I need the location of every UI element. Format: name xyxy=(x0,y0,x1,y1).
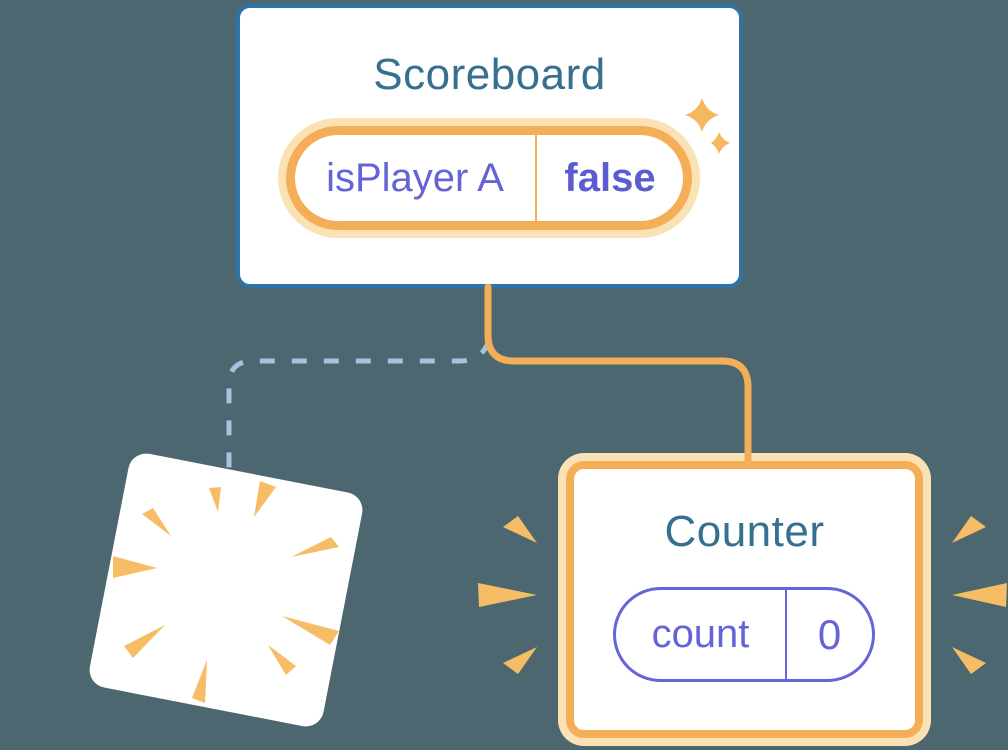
scoreboard-title: Scoreboard xyxy=(373,50,606,99)
state-value-cell: 0 xyxy=(787,590,872,679)
state-key-label: isPlayer A xyxy=(326,155,504,200)
active-connector-line xyxy=(484,283,752,466)
state-value-label: 0 xyxy=(817,610,842,658)
counter-title: Counter xyxy=(664,507,825,556)
counter-state-pill: count 0 xyxy=(613,587,875,682)
pill-divider xyxy=(785,590,787,679)
state-value-cell: false xyxy=(537,135,683,221)
scoreboard-state-pill: isPlayer A false xyxy=(286,126,692,230)
emphasis-burst-left-icon xyxy=(478,516,537,674)
state-key-label: count xyxy=(651,612,750,656)
discarded-connector-dashed-line xyxy=(226,339,492,468)
emphasis-burst-right-icon xyxy=(952,516,1007,674)
scoreboard-component-card: Scoreboard isPlayer A false xyxy=(236,4,743,288)
destroyed-component-card xyxy=(86,450,366,730)
counter-component-card: Counter count 0 xyxy=(566,461,923,738)
pill-divider xyxy=(535,135,537,221)
state-key-cell: count xyxy=(616,590,785,679)
state-key-cell: isPlayer A xyxy=(295,135,535,221)
state-value-label: false xyxy=(564,155,656,200)
